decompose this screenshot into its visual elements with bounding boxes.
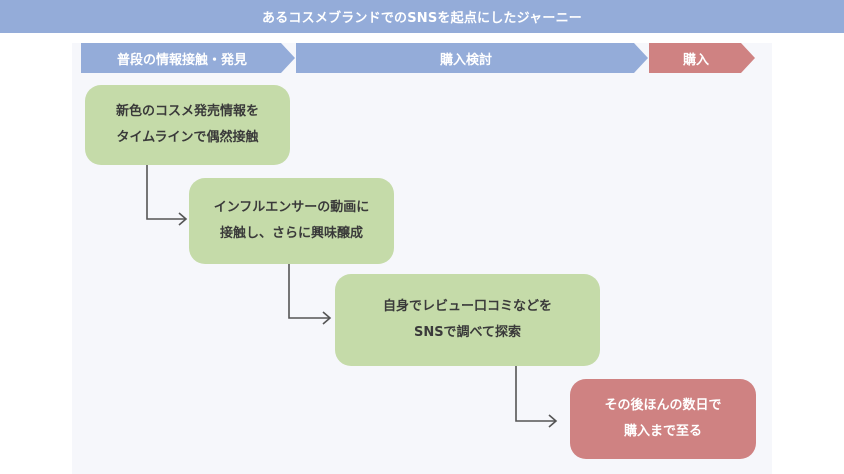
step-timeline-contact: 新色のコスメ発売情報を タイムラインで偶然接触	[85, 85, 290, 165]
phase-purchase: 購入	[649, 43, 755, 73]
step-influencer-video: インフルエンサーの動画に 接触し、さらに興味醸成	[189, 178, 394, 264]
phase-consideration: 購入検討	[296, 43, 648, 73]
phase-purchase-label: 購入	[682, 52, 709, 68]
phase-consideration-label: 購入検討	[439, 52, 492, 68]
step-3-line-1: 自身でレビュー口コミなどを	[382, 299, 552, 314]
step-sns-research: 自身でレビュー口コミなどを SNSで調べて探索	[335, 274, 600, 366]
step-3-line-2: SNSで調べて探索	[413, 325, 522, 340]
step-4-line-2: 購入まで至る	[623, 424, 702, 439]
phase-discovery: 普段の情報接触・発見	[81, 43, 295, 73]
step-4-line-1: その後ほんの数日で	[604, 398, 722, 413]
step-2-line-1: インフルエンサーの動画に	[213, 200, 370, 215]
step-purchase: その後ほんの数日で 購入まで至る	[570, 379, 756, 459]
step-2-line-2: 接触し、さらに興味醸成	[219, 226, 363, 241]
phase-discovery-label: 普段の情報接触・発見	[116, 52, 247, 68]
step-1-line-2: タイムラインで偶然接触	[116, 130, 259, 145]
step-1-line-1: 新色のコスメ発売情報を	[115, 104, 259, 119]
page-title: あるコスメブランドでのSNSを起点にしたジャーニー	[0, 0, 844, 33]
